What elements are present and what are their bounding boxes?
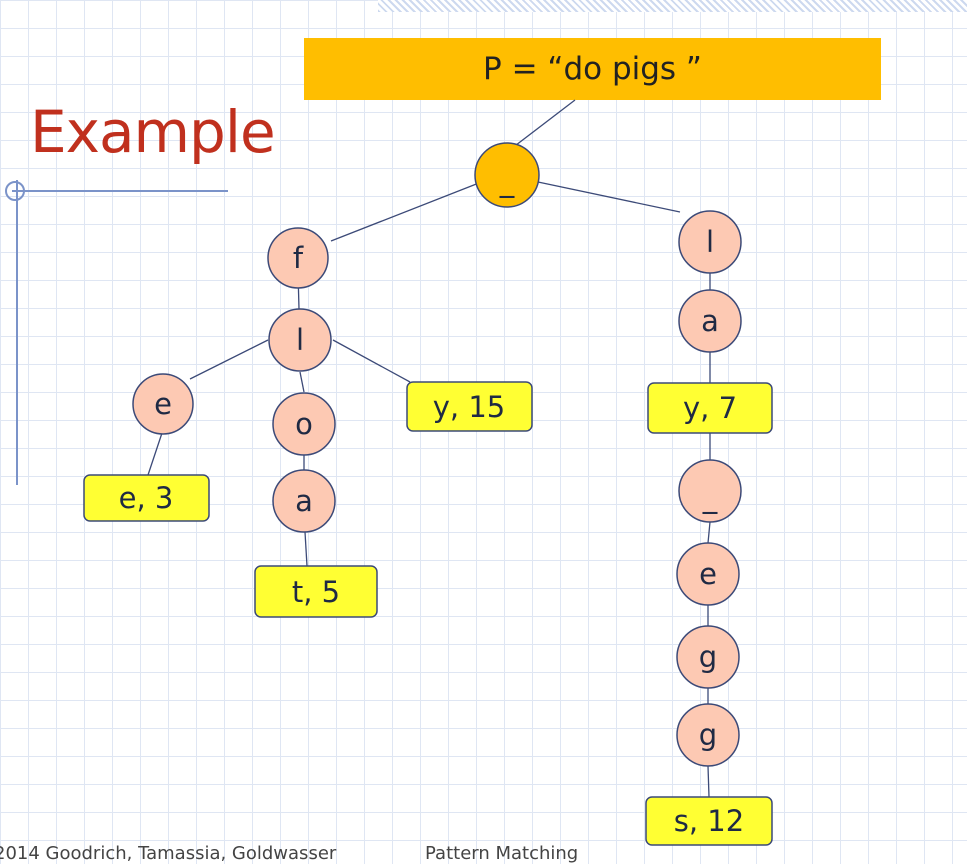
trie-edges [147, 99, 711, 798]
trie-node [132, 373, 194, 435]
edge-a-t5 [304, 531, 308, 567]
edge-l-e [189, 339, 269, 380]
node-label: l [706, 225, 714, 259]
leaf-label: s, 12 [674, 804, 744, 838]
trie-leaf [406, 381, 533, 432]
trie-node [676, 703, 740, 767]
trie-node [272, 392, 336, 456]
edge-l-y15 [332, 339, 411, 383]
leaf-label: y, 7 [683, 391, 737, 425]
edge-g-s12 [707, 765, 710, 798]
trie-node [678, 289, 742, 353]
trie-internal-nodes [132, 210, 742, 767]
node-label: g [699, 640, 717, 674]
trie-leaf [83, 474, 210, 522]
trie-leaf-labels: e, 3 t, 5 y, 15 y, 7 s, 12 [119, 390, 745, 838]
node-label: e [154, 387, 172, 421]
title-rule-circle [5, 181, 25, 201]
edge-_-e [707, 521, 711, 544]
footer-slide-topic: Pattern Matching [425, 843, 579, 864]
trie-node [267, 227, 329, 289]
pattern-label-box: P = “do pigs ” [304, 38, 881, 100]
title-side-rule [16, 180, 18, 485]
edge-pattern-root [506, 99, 576, 153]
trie-leaf-boxes [83, 381, 773, 846]
slide-title: Example [30, 98, 276, 166]
trie-node [676, 542, 740, 606]
node-label: e [699, 557, 717, 591]
node-label: o [295, 407, 313, 441]
leaf-label: y, 15 [433, 390, 506, 424]
edge-l-o [299, 371, 305, 393]
node-label: l [296, 323, 304, 357]
leaf-label: t, 5 [292, 575, 340, 609]
edge-root-f [330, 180, 485, 242]
pattern-text: P = “do pigs ” [483, 51, 702, 87]
footer-copyright: 2014 Goodrich, Tamassia, Goldwasser [0, 843, 337, 864]
header-hatch-band [378, 0, 967, 12]
trie-leaf [647, 382, 773, 434]
node-label: f [293, 241, 304, 275]
trie-leaf [254, 565, 378, 618]
trie-node [676, 625, 740, 689]
trie-node [268, 308, 332, 372]
leaf-label: e, 3 [119, 481, 174, 515]
node-label: g [699, 718, 717, 752]
trie-internal-node-labels: f l e o a l a _ e g g [154, 225, 719, 752]
title-underline [12, 190, 228, 192]
trie-node [272, 469, 336, 533]
node-label: a [295, 484, 313, 518]
trie-root-node: _ [474, 142, 540, 208]
edge-root-l [537, 181, 681, 213]
node-label: a [701, 304, 719, 338]
trie-node [678, 210, 742, 274]
edge-e-e3 [147, 432, 163, 476]
trie-leaf [645, 796, 773, 846]
node-label: _ [702, 480, 718, 514]
trie-node [678, 459, 742, 523]
root-node-label: _ [499, 164, 515, 198]
